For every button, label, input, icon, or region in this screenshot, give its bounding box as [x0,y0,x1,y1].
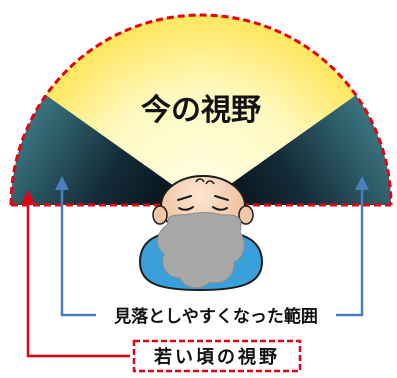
young-view-arrow [21,190,130,358]
overlooked-range-label: 見落としやすくなった範囲 [113,306,318,327]
young-view-outline [9,13,393,206]
young-view-label: 若い頃の視野 [153,346,280,368]
young-view-label-box [132,339,302,373]
current-view-label: 今の視野 [141,93,261,128]
current-view-cone [46,14,356,206]
overlooked-range-arrows [55,176,369,317]
elderly-person-icon [138,175,264,292]
right-blind-zone [201,95,392,205]
left-blind-zone [10,95,201,205]
